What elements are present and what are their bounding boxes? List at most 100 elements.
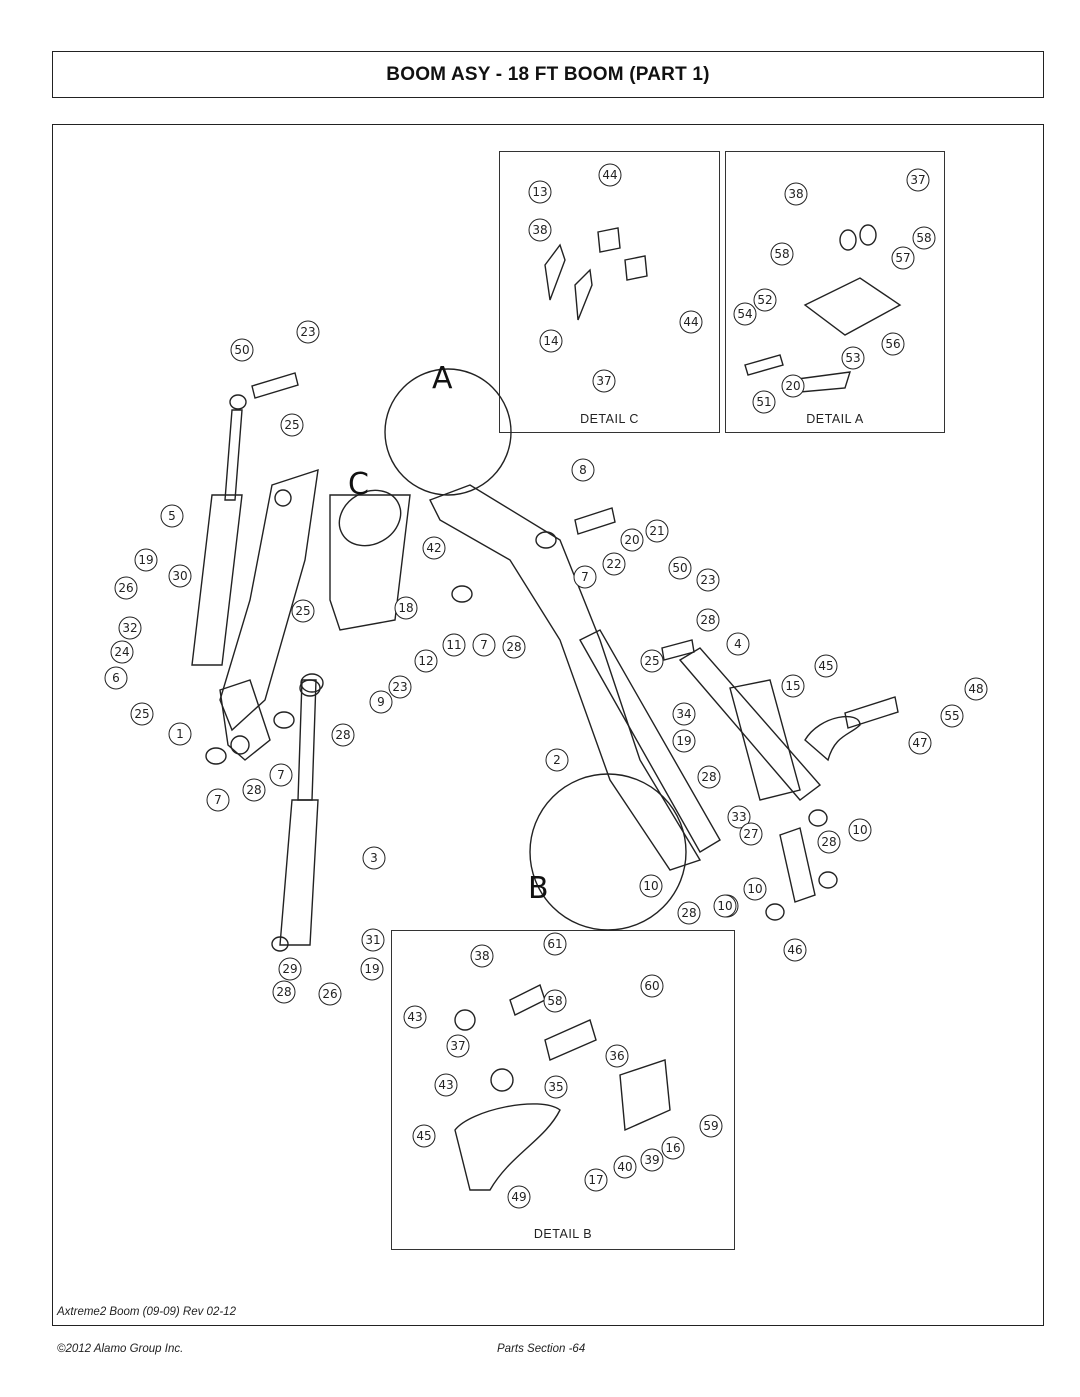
callout-bubble: [613, 1155, 637, 1179]
callout-number: 34: [676, 707, 691, 721]
detail-c-label: DETAIL C: [580, 412, 639, 426]
lower-cylinder-eye: [299, 679, 321, 697]
callout-number: 10: [852, 823, 867, 837]
callout-number: 26: [322, 987, 337, 1001]
dipper-top-hole: [274, 489, 292, 507]
detail-c-view-circle: [338, 489, 402, 547]
callout-number: 47: [912, 736, 927, 750]
callout-bubble: [168, 722, 192, 746]
callout-bubble: [841, 346, 865, 370]
callout-bubble: [908, 731, 932, 755]
callout-bubble: [394, 596, 418, 620]
view-letter-a: A: [432, 361, 453, 396]
callout-bubble: [733, 302, 757, 326]
page-number-footer: Parts Section -64: [497, 1343, 586, 1355]
callout-number: 28: [821, 835, 836, 849]
callout-bubble: [206, 788, 230, 812]
callout-number: 5: [168, 509, 176, 523]
callout-number: 40: [617, 1160, 632, 1174]
callout-bubble: [110, 640, 134, 664]
boom-line-art: [191, 224, 902, 1191]
callout-number: 42: [426, 541, 441, 555]
callout-bubble: [544, 1075, 568, 1099]
callout-number: 19: [364, 962, 379, 976]
callout-bubble: [752, 390, 776, 414]
callout-bubble: [848, 818, 872, 842]
figure-frame: [52, 124, 1044, 1326]
callout-bubble: [296, 320, 320, 344]
detail-c-pin-13: [544, 243, 566, 301]
callout-bubble: [472, 633, 496, 657]
callout-number: 10: [747, 882, 762, 896]
callout-bubble: [130, 702, 154, 726]
detail-c-clamp-44a: [597, 227, 621, 253]
callout-bubble: [104, 666, 128, 690]
callout-number: 25: [295, 604, 310, 618]
callout-bubble: [362, 846, 386, 870]
callout-bubble: [470, 944, 494, 968]
callout-number: 3: [370, 851, 378, 865]
callout-bubble: [573, 565, 597, 589]
pin-50-mid: [661, 639, 695, 661]
callout-number: 25: [134, 707, 149, 721]
callout-number: 43: [407, 1010, 422, 1024]
callout-bubble: [502, 635, 526, 659]
callout-bubble: [639, 874, 663, 898]
callout-number: 54: [737, 307, 752, 321]
dipper-arm-foot: [219, 679, 271, 761]
callout-number: 23: [300, 325, 315, 339]
pin-47: [844, 696, 899, 729]
callout-number: 12: [418, 654, 433, 668]
callout-number: 58: [547, 994, 562, 1008]
callout-bubble: [269, 763, 293, 787]
callout-number: 20: [624, 533, 639, 547]
copyright-footer: ©2012 Alamo Group Inc.: [57, 1343, 184, 1355]
callout-number: 44: [683, 315, 698, 329]
callout-number: 50: [672, 561, 687, 575]
callout-number: 8: [579, 463, 587, 477]
callout-bubble: [280, 413, 304, 437]
callout-bubble: [677, 901, 701, 925]
callout-bubble: [545, 748, 569, 772]
callout-number: 43: [438, 1078, 453, 1092]
callout-bubble: [118, 616, 142, 640]
callout-bubble: [964, 677, 988, 701]
detail-b-cap-43b: [490, 1068, 514, 1092]
callout-bubble: [696, 608, 720, 632]
callout-number: 53: [845, 351, 860, 365]
callout-bubble: [906, 168, 930, 192]
dipper-arm: [219, 468, 319, 732]
callout-bubble: [361, 928, 385, 952]
callout-number: 17: [588, 1173, 603, 1187]
callout-number: 58: [774, 247, 789, 261]
callout-bubble: [640, 649, 664, 673]
detail-c-pin-14: [574, 268, 593, 321]
callout-number: 30: [172, 569, 187, 583]
detail-b-bracket-45: [454, 1103, 561, 1191]
callout-bubble: [781, 374, 805, 398]
callout-number: 59: [703, 1119, 718, 1133]
callout-bubble: [434, 1073, 458, 1097]
callout-number: 25: [284, 418, 299, 432]
callout-bubble: [697, 765, 721, 789]
callout-number: 39: [644, 1153, 659, 1167]
upper-cylinder-eye: [229, 394, 247, 410]
callout-number: 56: [885, 337, 900, 351]
callout-bubble: [620, 528, 644, 552]
detail-a-view-circle: [384, 368, 512, 496]
callout-number: 28: [506, 640, 521, 654]
callout-number: 28: [276, 985, 291, 999]
callout-bubble: [414, 649, 438, 673]
document-revision: Axtreme2 Boom (09-09) Rev 02-12: [57, 1306, 236, 1318]
callout-bubble: [726, 632, 750, 656]
callout-number: 7: [277, 768, 285, 782]
callout-bubble: [230, 338, 254, 362]
callout-number: 38: [532, 223, 547, 237]
bracket-45: [804, 715, 861, 762]
page-title: BOOM ASY - 18 FT BOOM (PART 1): [386, 63, 710, 85]
callout-bubble: [661, 1136, 685, 1160]
callout-bubble: [605, 1044, 629, 1068]
callout-bubble: [369, 690, 393, 714]
